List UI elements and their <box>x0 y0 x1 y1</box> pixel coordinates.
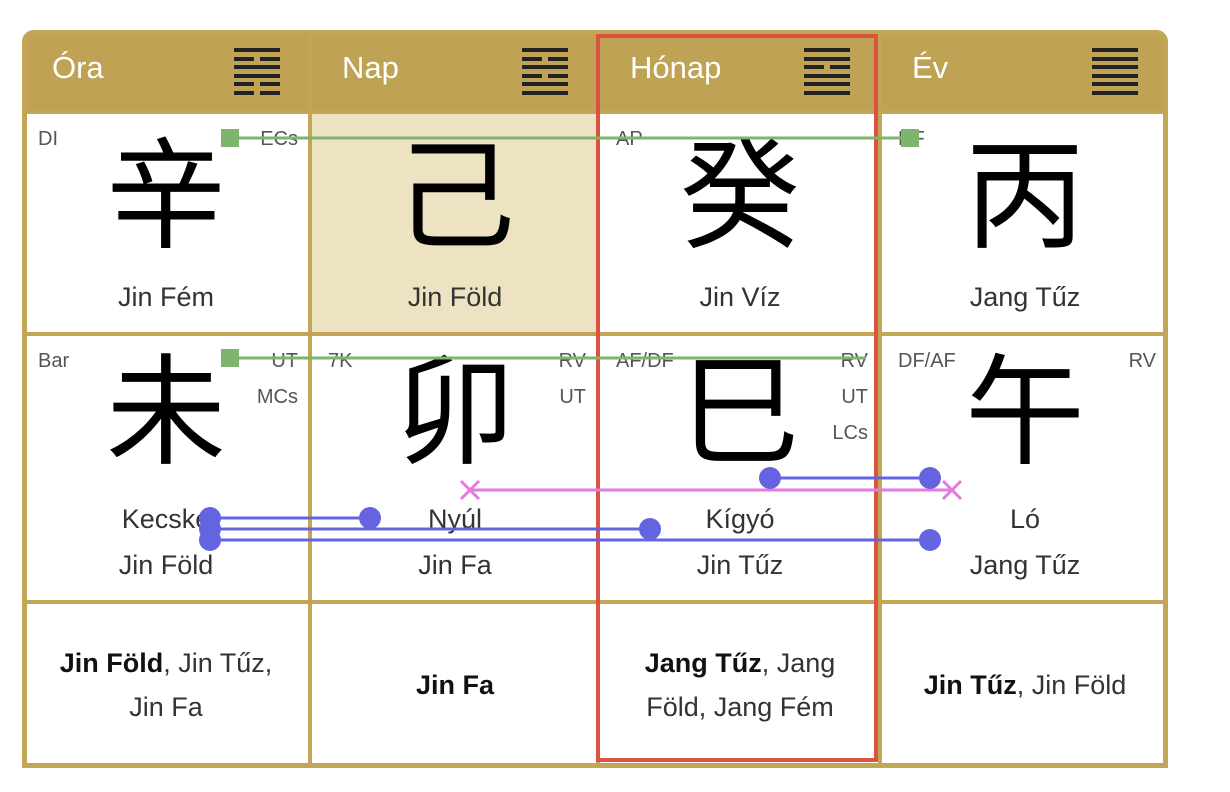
hexagram-solid-line <box>522 82 568 87</box>
branch-tag-right: RV <box>558 350 586 372</box>
stem-cell-hour: DI ECs 辛 Jin Fém <box>22 112 310 334</box>
branch-glyph: 巳 <box>680 344 800 483</box>
hexagram-broken-line <box>234 82 280 87</box>
branch-glyph: 未 <box>106 344 226 483</box>
stem-cell-month: AP 癸 Jin Víz <box>600 112 880 334</box>
hexagram-solid-line <box>804 91 850 95</box>
hexagram-solid-line <box>234 73 280 78</box>
branch-cell-month: AF/DF RV UT LCs 巳 Kígyó Jin Tűz <box>600 334 880 602</box>
hexagram-broken-line <box>234 56 280 61</box>
branch-element: Jin Fa <box>418 550 492 580</box>
hidden-stem-primary: Jin Fa <box>415 670 495 700</box>
column-divider <box>878 30 882 768</box>
branch-cell-hour: Bar UT MCs 未 Kecske Jin Föld <box>22 334 310 602</box>
hexagram-broken-line <box>522 56 568 61</box>
hexagram-broken-line <box>804 65 850 70</box>
hexagram-solid-line <box>804 82 850 87</box>
stem-cell-year: DF 丙 Jang Tűz <box>882 112 1168 334</box>
hexagram-solid-line <box>1092 91 1138 95</box>
branch-animal: Ló <box>1009 504 1041 534</box>
branch-tag-right: RV <box>840 350 868 372</box>
branch-animal: Kígyó <box>705 504 775 534</box>
hexagram-solid-line <box>522 48 568 52</box>
hidden-stem-rest: , Jin Tűz, Jin Fa <box>129 648 273 722</box>
hexagram-solid-line <box>804 48 850 52</box>
stem-glyph: 己 <box>395 128 515 267</box>
hidden-stems-hour: Jin Föld, Jin Tűz, Jin Fa <box>22 602 310 768</box>
hexagram-solid-line <box>234 65 280 70</box>
branch-tag-right: RV <box>1128 350 1156 372</box>
branch-tag-left: DF/AF <box>898 350 956 372</box>
branch-cell-year: DF/AF RV 午 Ló Jang Tűz <box>882 334 1168 602</box>
column-header-year: Év <box>912 50 949 85</box>
branch-tag-right: UT <box>841 386 868 408</box>
hexagram-solid-line <box>522 91 568 95</box>
column-year: Év DF 丙 Jang Tűz DF/AF RV 午 Ló Jang Tűz … <box>882 30 1168 768</box>
hexagram-solid-line <box>804 56 850 61</box>
branch-animal: Kecske <box>121 504 211 534</box>
hexagram-solid-line <box>804 73 850 78</box>
branch-tag-left: 7K <box>328 350 353 372</box>
branch-element: Jin Tűz <box>696 550 784 580</box>
stem-element: Jang Tűz <box>969 282 1081 312</box>
stem-cell-day: 己 Jin Föld <box>312 112 598 334</box>
hidden-stems-year: Jin Tűz, Jin Föld <box>882 602 1168 768</box>
stem-element: Jin Föld <box>407 282 503 312</box>
stem-glyph: 癸 <box>680 128 800 267</box>
stem-element: Jin Fém <box>117 282 215 312</box>
hexagram-solid-line <box>522 65 568 70</box>
hidden-stem-primary: Jin Föld <box>59 648 164 678</box>
branch-tag-left: Bar <box>38 350 70 372</box>
column-month: Hónap AP 癸 Jin Víz AF/DF RV UT LCs 巳 Kíg… <box>600 30 880 768</box>
branch-tag-right: UT <box>559 386 586 408</box>
hidden-stem-primary: Jin Tűz <box>923 670 1017 700</box>
column-day: Nap 己 Jin Föld 7K RV UT 卯 Nyúl Jin Fa Ji… <box>312 30 598 768</box>
stem-glyph: 辛 <box>106 128 226 267</box>
branch-glyph: 午 <box>965 344 1085 483</box>
branch-element: Jang Tűz <box>969 550 1081 580</box>
hidden-stems-month: Jang Tűz, Jang Föld, Jang Fém <box>600 602 880 768</box>
hexagram-solid-line <box>1092 48 1138 52</box>
column-hour: Óra DI ECs 辛 Jin Fém Bar UT MCs 未 Kecske… <box>22 30 310 768</box>
hexagram-solid-line <box>234 48 280 52</box>
row-divider <box>22 600 1168 604</box>
hidden-stem-rest: , Jin Föld <box>1016 670 1127 700</box>
branch-tag-left: AF/DF <box>616 350 674 372</box>
column-header-day: Nap <box>342 50 399 85</box>
hexagram-broken-line <box>522 73 568 78</box>
stem-glyph: 丙 <box>965 128 1085 267</box>
branch-glyph: 卯 <box>395 344 515 483</box>
hexagram-broken-line <box>234 91 280 95</box>
header-band <box>22 30 1168 112</box>
hidden-stem-primary: Jang Tűz <box>644 648 762 678</box>
stem-tag-left: DI <box>38 128 58 150</box>
branch-element: Jin Föld <box>118 550 214 580</box>
hidden-stem-rest: , Jang Föld, Jang Fém <box>646 648 836 722</box>
hexagram-solid-line <box>1092 65 1138 70</box>
row-divider <box>22 110 1168 114</box>
hexagram-icon <box>234 48 280 96</box>
hexagram-solid-line <box>1092 73 1138 78</box>
chart-frame <box>22 30 1168 768</box>
hidden-stems-day: Jin Fa <box>312 602 598 768</box>
bazi-chart: Óra DI ECs 辛 Jin Fém Bar UT MCs 未 Kecske… <box>22 30 1168 768</box>
row-divider <box>22 332 1168 336</box>
hexagram-solid-line <box>1092 56 1138 61</box>
stem-element: Jin Víz <box>699 282 781 312</box>
branch-tag-right: LCs <box>832 422 868 444</box>
hexagram-icon <box>522 48 568 96</box>
hexagram-icon <box>804 48 850 96</box>
column-divider <box>308 30 312 768</box>
hexagram-icon <box>1092 48 1138 96</box>
hexagram-solid-line <box>1092 82 1138 87</box>
branch-tag-right: UT <box>271 350 298 372</box>
column-header-hour: Óra <box>52 50 104 85</box>
column-header-month: Hónap <box>630 50 722 85</box>
branch-tag-right: MCs <box>256 386 298 408</box>
